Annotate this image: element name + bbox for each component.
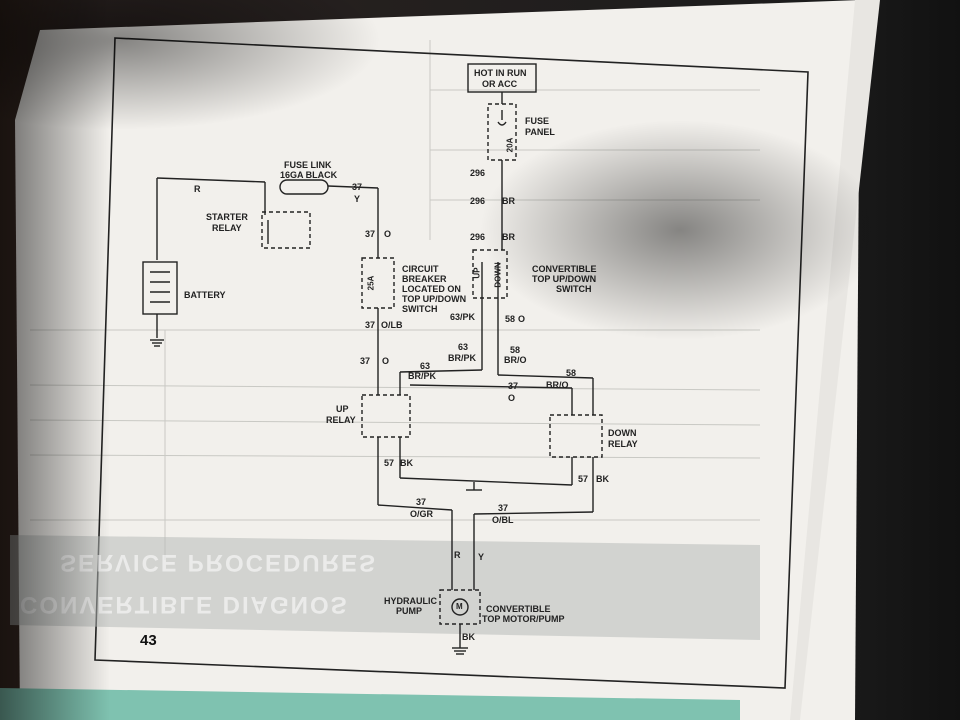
wire-label: 58 xyxy=(510,345,521,355)
fuse-link-label-2: 16GA BLACK xyxy=(280,170,338,180)
wire-label: O xyxy=(382,356,390,366)
wire-label: 37 xyxy=(352,182,363,192)
motor-label-2: TOP MOTOR/PUMP xyxy=(482,614,565,624)
switch-down-label: DOWN xyxy=(493,262,503,288)
wire-label: 37 xyxy=(498,503,509,513)
motor-circle xyxy=(451,598,469,616)
wire-label: R xyxy=(454,550,461,560)
hot-in-run-label: HOT IN RUN xyxy=(474,68,527,78)
wire-label: BR/O xyxy=(504,355,527,365)
switch-label-1: CONVERTIBLE xyxy=(532,264,597,274)
fuse-panel-label-1: FUSE xyxy=(525,116,550,126)
pump-label-2: PUMP xyxy=(396,606,423,616)
fuse-link xyxy=(279,179,329,195)
starter-relay-label-1: STARTER xyxy=(206,212,248,222)
cover-strip xyxy=(0,688,740,720)
wire-label: BR/PK xyxy=(448,353,477,363)
wire-label: 37 xyxy=(360,356,371,366)
wire-label: Y xyxy=(354,194,361,204)
cb-label-2: BREAKER xyxy=(402,274,447,284)
motor-label-1: CONVERTIBLE xyxy=(486,604,551,614)
battery-box xyxy=(142,261,178,315)
wire-label: O xyxy=(384,229,392,239)
wire-label: 37 xyxy=(365,320,376,330)
wire-label: O xyxy=(508,393,516,403)
battery-label: BATTERY xyxy=(184,290,226,300)
wire-label: 296 xyxy=(470,196,486,206)
cb-label-5: SWITCH xyxy=(402,304,438,314)
wire-label: BK xyxy=(462,632,475,642)
wire-label: BK xyxy=(596,474,609,484)
down-relay-label-1: DOWN xyxy=(608,428,637,438)
wire-label: Y xyxy=(478,552,485,562)
switch-up-label: UP xyxy=(472,267,482,279)
wire-label: 58 xyxy=(566,368,577,378)
wire-label: R xyxy=(194,184,201,194)
wire-label: 37 xyxy=(416,497,427,507)
page-number: 43 xyxy=(140,632,157,649)
wire-label: BK xyxy=(400,458,413,468)
cb-label-1: CIRCUIT xyxy=(402,264,439,274)
wire-label: BR xyxy=(502,196,515,206)
wire-label: BR/PK xyxy=(408,371,437,381)
up-relay-label-2: RELAY xyxy=(326,415,356,425)
starter-relay-label-2: RELAY xyxy=(212,223,242,233)
wire-label: 296 xyxy=(470,168,486,178)
starter-relay-box xyxy=(261,211,311,249)
wire-label: 57 xyxy=(384,458,395,468)
fuse-panel-label-2: PANEL xyxy=(525,127,555,137)
down-relay-box xyxy=(549,414,603,458)
switch-label-3: SWITCH xyxy=(556,284,592,294)
fuse-link-label-1: FUSE LINK xyxy=(284,160,332,170)
cb-label-3: LOCATED ON xyxy=(402,284,461,294)
cb-rating: 25A xyxy=(366,275,376,291)
fuse-rating: 20A xyxy=(505,137,515,153)
down-relay-label-2: RELAY xyxy=(608,439,638,449)
up-relay-box xyxy=(361,394,411,438)
wire-label: BR xyxy=(502,232,515,242)
or-acc-label: OR ACC xyxy=(482,79,518,89)
wire-label: 296 xyxy=(470,232,486,242)
wire-label: BR/O xyxy=(546,380,569,390)
wire-label: O/GR xyxy=(410,509,434,519)
wire-label: 37 xyxy=(508,381,519,391)
wire-label: O/LB xyxy=(381,320,403,330)
wire-label: 57 xyxy=(578,474,589,484)
wire-label: O xyxy=(518,314,526,324)
wire-label: 63 xyxy=(458,342,469,352)
motor-symbol: M xyxy=(456,602,463,611)
wire-label: O/BL xyxy=(492,515,514,525)
wire-label: 58 xyxy=(505,314,516,324)
cb-label-4: TOP UP/DOWN xyxy=(402,294,467,304)
wire-label: 63 xyxy=(420,361,431,371)
up-relay-label-1: UP xyxy=(336,404,349,414)
switch-label-2: TOP UP/DOWN xyxy=(532,274,597,284)
wire-label: 37 xyxy=(365,229,376,239)
wire-label: 63/PK xyxy=(450,312,476,322)
pump-label-1: HYDRAULIC xyxy=(384,596,437,606)
